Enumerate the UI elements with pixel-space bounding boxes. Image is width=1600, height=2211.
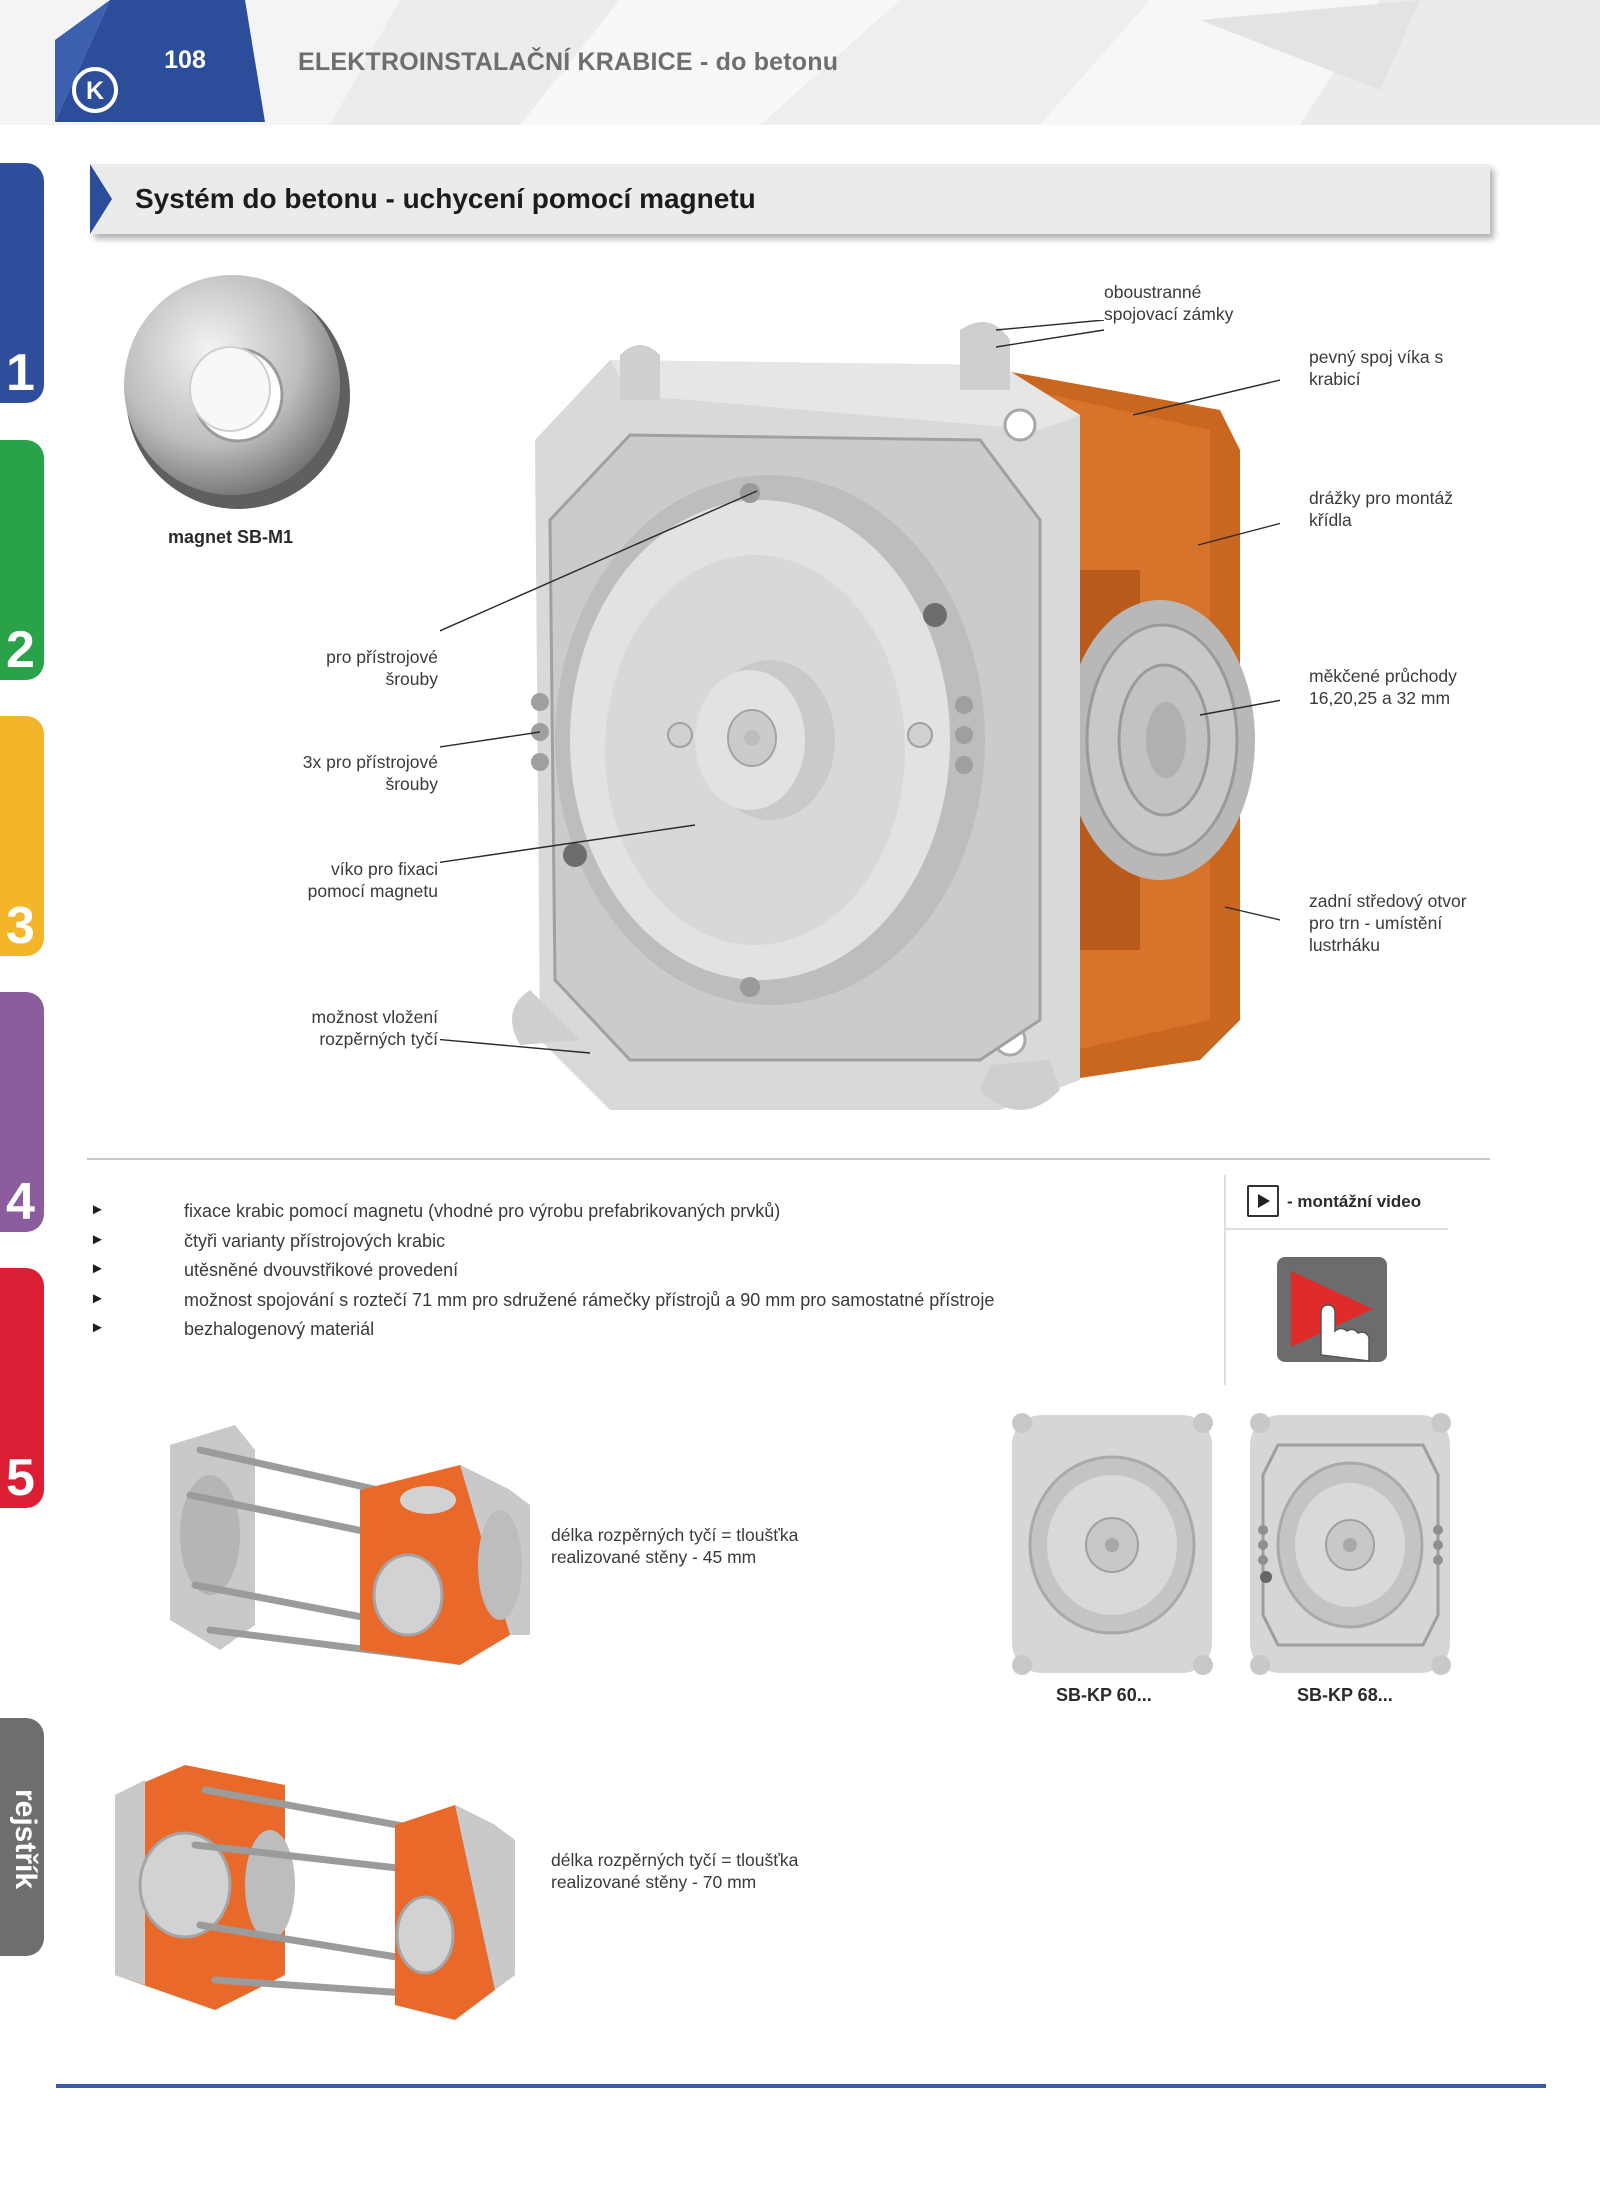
- feature-text: fixace krabic pomocí magnetu (vhodné pro…: [184, 1201, 781, 1221]
- side-tab-2[interactable]: 2: [0, 440, 44, 680]
- variant-sb-kp-60-image: [1012, 1413, 1213, 1675]
- svg-text:K: K: [86, 77, 104, 105]
- side-tab-2-label: 2: [6, 621, 35, 679]
- side-tab-4-label: 4: [6, 1173, 35, 1231]
- variant-caption-sb-kp-68: SB-KP 68...: [1297, 1685, 1393, 1705]
- side-tab-3-label: 3: [6, 897, 35, 955]
- rod-assembly-45-image: [170, 1425, 530, 1665]
- box-illustration: [440, 320, 1280, 1110]
- banner-arrow-icon: [90, 164, 112, 234]
- rod-note-70: délka rozpěrných tyčí = tloušťka realizo…: [551, 1850, 799, 1892]
- side-tab-5-label: 5: [6, 1449, 35, 1507]
- callout-screws-3x: 3x pro přístrojové šrouby: [302, 752, 438, 794]
- footer-line: [56, 2084, 1546, 2088]
- bullet-arrow-icon: ►: [90, 1290, 105, 1307]
- video-hand-icon: [1291, 1271, 1373, 1362]
- video-divider-horizontal: [1224, 1228, 1448, 1230]
- variant-caption-sb-kp-60: SB-KP 60...: [1056, 1685, 1152, 1705]
- feature-text: utěsněné dvouvstřikové provedení: [184, 1260, 459, 1280]
- video-label: - montážní video: [1287, 1192, 1422, 1211]
- header-title: ELEKTROINSTALAČNÍ KRABICE - do betonu: [298, 48, 839, 76]
- side-tab-rejstrik-label: rejstřík: [9, 1788, 42, 1890]
- callout-locks: oboustranné spojovací zámky: [1104, 282, 1234, 324]
- callout-rods: možnost vložení rozpěrných tyčí: [311, 1007, 438, 1049]
- section-title: Systém do betonu - uchycení pomocí magne…: [135, 183, 756, 214]
- side-tab-3[interactable]: 3: [0, 716, 44, 956]
- callout-knockouts: měkčené průchody 16,20,25 a 32 mm: [1309, 666, 1457, 708]
- bullet-arrow-icon: ►: [90, 1319, 105, 1336]
- rod-assembly-70-image: [115, 1765, 515, 2020]
- video-play-button[interactable]: [1277, 1257, 1387, 1362]
- bullet-arrow-icon: ►: [90, 1231, 105, 1248]
- bullet-arrow-icon: ►: [90, 1260, 105, 1277]
- side-tab-1-label: 1: [6, 344, 35, 402]
- variant-sb-kp-68-image: [1250, 1413, 1451, 1675]
- side-tab-1[interactable]: 1: [0, 163, 44, 403]
- side-tab-rejstrik[interactable]: rejstřík: [0, 1718, 44, 1956]
- rod-note-45: délka rozpěrných tyčí = tloušťka realizo…: [551, 1525, 799, 1567]
- callout-grooves: drážky pro montáž křídla: [1309, 488, 1453, 530]
- video-divider-vertical: [1224, 1175, 1226, 1385]
- callout-center-hole: zadní středový otvor pro trn - umístění …: [1309, 891, 1467, 955]
- feature-text: bezhalogenový materiál: [184, 1319, 375, 1339]
- play-icon[interactable]: [1247, 1185, 1279, 1217]
- section-banner: [90, 164, 1490, 234]
- header-background: K: [0, 0, 1600, 125]
- callout-lid-magnet: víko pro fixaci pomocí magnetu: [307, 859, 438, 901]
- bullet-arrow-icon: ►: [90, 1201, 105, 1218]
- side-tab-4[interactable]: 4: [0, 992, 44, 1232]
- feature-text: možnost spojování s roztečí 71 mm pro sd…: [184, 1290, 995, 1310]
- magnet-image: [124, 275, 350, 509]
- separator-line: [87, 1158, 1490, 1160]
- page-number: 108: [164, 46, 206, 74]
- feature-text: čtyři varianty přístrojových krabic: [184, 1231, 446, 1251]
- side-tab-5[interactable]: 5: [0, 1268, 44, 1508]
- magnet-caption: magnet SB-M1: [168, 527, 294, 547]
- callout-screws: pro přístrojové šrouby: [326, 647, 438, 689]
- callout-lid-joint: pevný spoj víka s krabicí: [1309, 347, 1444, 389]
